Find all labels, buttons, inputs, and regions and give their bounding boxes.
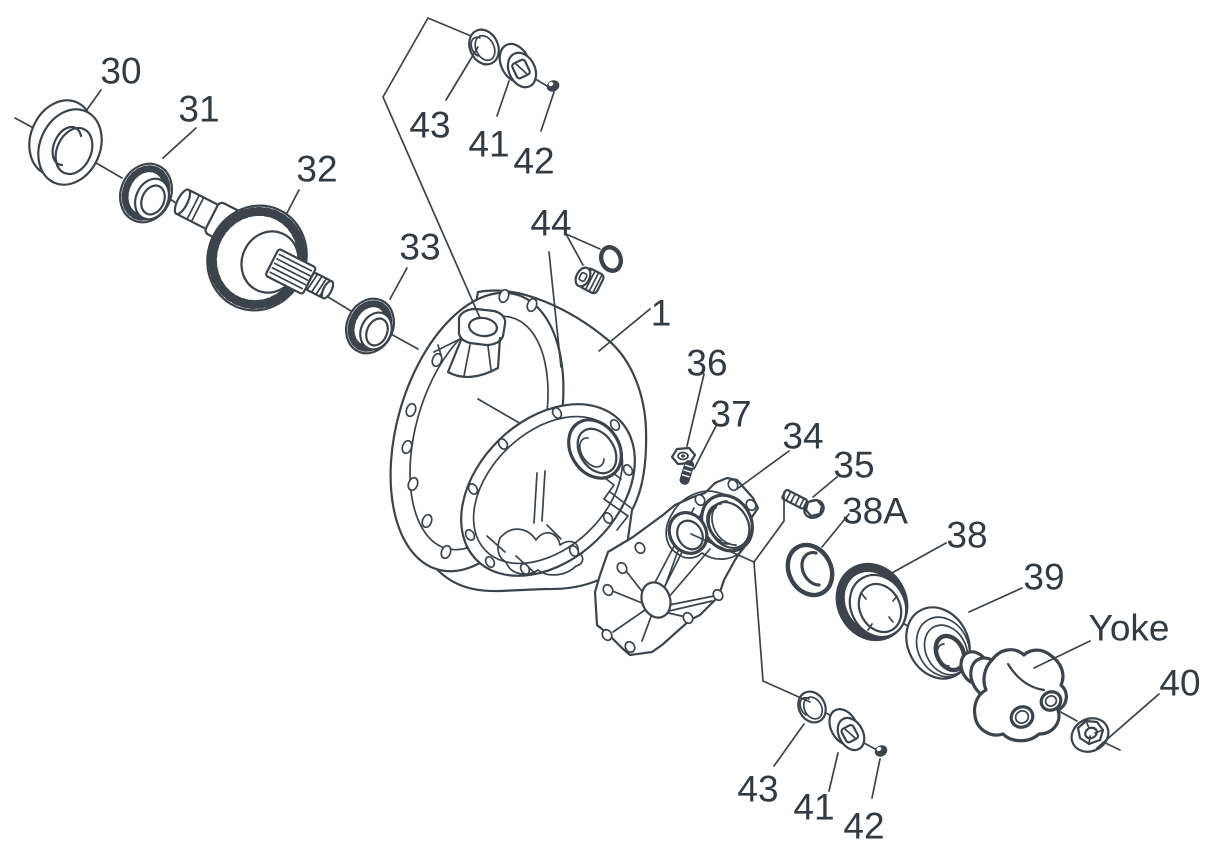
washer-43-top-drawing xyxy=(468,28,500,66)
leader-lines xyxy=(85,46,1160,799)
leader-35 xyxy=(812,476,838,498)
locknut-41-bottom-drawing xyxy=(828,708,866,752)
locknut-41-top-drawing xyxy=(498,42,538,89)
bracket-lines xyxy=(382,17,811,703)
callout-37: 37 xyxy=(710,394,751,435)
filler-boss xyxy=(446,307,507,378)
stud-37-drawing xyxy=(679,460,695,485)
nut-36-drawing xyxy=(670,446,697,466)
callout-42-bottom: 42 xyxy=(843,806,884,847)
leader-41-bottom xyxy=(828,752,839,792)
leader-yoke xyxy=(1033,640,1091,669)
bracket-small-bore xyxy=(690,533,755,563)
callout-38: 38 xyxy=(946,515,987,556)
fill-plug-44-drawing xyxy=(574,266,605,295)
leader-38a xyxy=(821,513,850,548)
leader-30 xyxy=(85,89,102,112)
callout-labels: 30 31 32 33 43 41 42 44 1 36 37 34 35 38… xyxy=(100,51,1200,847)
leader-33 xyxy=(389,267,408,300)
bracket-bottom-group xyxy=(753,561,811,703)
callout-30: 30 xyxy=(100,51,141,92)
leader-1 xyxy=(598,308,651,352)
bolt-35-drawing xyxy=(781,488,825,519)
callout-33: 33 xyxy=(399,227,440,268)
callout-38a: 38A xyxy=(842,491,908,532)
callout-41-bottom: 41 xyxy=(793,787,834,828)
leader-41-top xyxy=(496,80,510,117)
leader-34 xyxy=(736,450,790,490)
nut-42-bottom-drawing xyxy=(874,745,888,757)
leader-44-plug xyxy=(565,233,584,266)
leader-39 xyxy=(968,587,1023,613)
leader-42-top xyxy=(540,91,555,132)
bearing-cup-30-drawing xyxy=(28,99,103,186)
callout-1: 1 xyxy=(651,293,672,334)
yoke-drawing xyxy=(959,648,1068,743)
callout-43-top: 43 xyxy=(409,105,450,146)
leader-31 xyxy=(162,127,197,159)
leader-44-oring xyxy=(565,233,601,250)
callout-35: 35 xyxy=(833,445,874,486)
flange-bolt-holes xyxy=(401,288,538,560)
leader-36 xyxy=(686,373,705,447)
cover-bolt-holes xyxy=(601,478,757,654)
oring-43-bottom-drawing xyxy=(797,690,827,724)
callout-39: 39 xyxy=(1023,557,1064,598)
bearing-cone-31-drawing xyxy=(119,162,173,224)
seal-38a-drawing xyxy=(785,542,835,598)
callout-41-top: 41 xyxy=(468,124,509,165)
cover-34-drawing xyxy=(593,476,760,657)
ring-38-drawing xyxy=(835,562,909,642)
callout-31: 31 xyxy=(178,89,219,130)
callout-43-bottom: 43 xyxy=(737,769,778,810)
washer-39-drawing xyxy=(905,606,971,680)
face-bolt-holes xyxy=(464,406,634,576)
housing-1-drawing xyxy=(389,288,648,593)
leader-38 xyxy=(889,542,947,575)
callout-36: 36 xyxy=(686,343,727,384)
callout-34: 34 xyxy=(782,416,823,457)
leader-43-bottom xyxy=(773,723,805,767)
leader-37 xyxy=(693,425,717,470)
gear-shaft-32-drawing xyxy=(173,188,335,312)
bracket-top-group xyxy=(382,17,481,319)
callout-yoke: Yoke xyxy=(1089,608,1170,649)
leader-40 xyxy=(1096,693,1160,749)
callout-42-top: 42 xyxy=(513,141,554,182)
callout-44: 44 xyxy=(530,203,571,244)
nut-42-top-drawing xyxy=(546,80,560,92)
leader-43-top xyxy=(445,46,479,101)
nut-40-drawing xyxy=(1070,717,1110,753)
callout-32: 32 xyxy=(296,149,337,190)
locator-44 xyxy=(548,251,562,368)
oring-44-drawing xyxy=(598,245,624,273)
bearing-cone-33-drawing xyxy=(345,297,395,355)
leader-42-bottom xyxy=(871,758,881,799)
bracket-bolt-35 xyxy=(753,491,785,563)
callout-40: 40 xyxy=(1159,663,1200,704)
leader-32 xyxy=(286,189,300,214)
